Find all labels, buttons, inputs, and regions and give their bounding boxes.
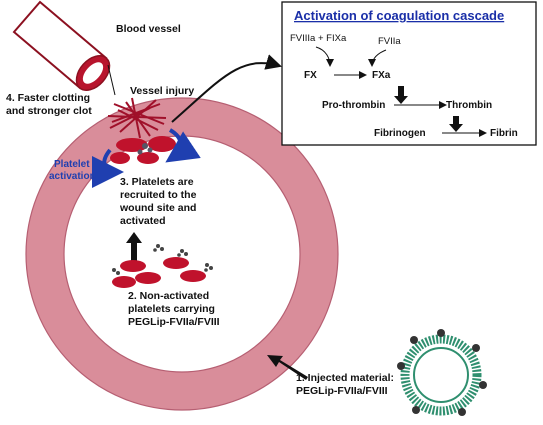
fviiia-fixa-label: FVIIIa + FIXa (290, 33, 347, 44)
step4-label-line2: and stronger clot (6, 105, 92, 117)
injection-arrow (267, 355, 308, 380)
clot-cluster (107, 97, 176, 164)
fviia-arrow (368, 49, 387, 67)
fxa-label: FXa (372, 70, 391, 81)
cascade-title: Activation of coagulation cascade (294, 8, 504, 23)
cascade-box: Activation of coagulation cascade FVIIIa… (281, 1, 537, 146)
fibrinogen-label: Fibrinogen (374, 128, 426, 139)
platelet-activation-arrow-left (91, 148, 124, 188)
step2-label-line3: PEGLip-FVIIa/FVIII (128, 316, 220, 328)
vessel-injury-label: Vessel injury (130, 85, 194, 97)
step3-label-line4: activated (120, 215, 166, 227)
blood-vessel-label: Blood vessel (116, 23, 181, 35)
step1-label-line2: PEGLip-FVIIa/FVIII (296, 385, 388, 397)
thrombin-down-arrow (449, 116, 463, 132)
fviia-label: FVIIa (378, 36, 401, 47)
fviiia-arrow (315, 46, 334, 67)
fibrin-label: Fibrin (490, 128, 518, 139)
liposome (397, 329, 487, 416)
fxa-down-arrow (394, 86, 408, 104)
blood-vessel-tube (12, 0, 111, 91)
prothrombin-label: Pro-thrombin (322, 100, 385, 111)
step3-label-line1: 3. Platelets are (120, 176, 194, 188)
thrombin-label: Thrombin (446, 100, 492, 111)
step2-label-line1: 2. Non-activated (128, 290, 209, 302)
injury-pointer-line (107, 64, 116, 96)
non-activated-platelets (112, 244, 213, 288)
step4-label-line1: 4. Faster clotting (6, 92, 90, 104)
cascade-connector (171, 54, 282, 123)
recruitment-up-arrow (126, 232, 142, 262)
step3-label-line3: wound site and (119, 202, 196, 214)
step2-label-line2: platelets carrying (128, 303, 215, 315)
platelet-activation-label-line1: Platelet (54, 159, 90, 170)
fx-label: FX (304, 70, 317, 81)
platelet-activation-label-line2: activation (49, 171, 96, 182)
platelet-activation-arrow-right (165, 128, 201, 163)
step1-label-line1: 1. Injected material: (296, 372, 394, 384)
step3-label-line2: recruited to the (120, 189, 197, 201)
